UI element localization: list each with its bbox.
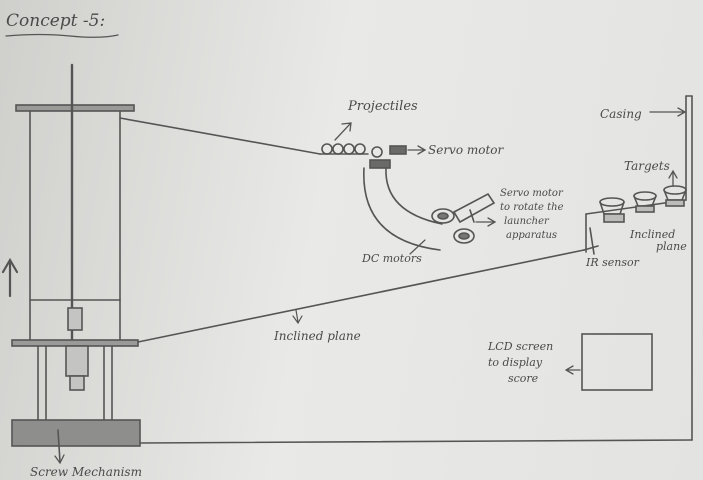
label-lcd-3: score <box>508 372 539 385</box>
projectiles-group <box>322 144 365 154</box>
label-dc-motors: DC motors <box>361 252 422 265</box>
label-servo-rotate-2: to rotate the <box>500 202 564 213</box>
launcher-barrel <box>454 194 495 226</box>
label-screw-mechanism: Screw Mechanism <box>30 465 142 479</box>
label-casing: Casing <box>600 107 642 121</box>
servo-motor-top <box>370 146 425 168</box>
label-lcd-2: to display <box>488 356 543 369</box>
lcd-arrow <box>566 366 580 374</box>
label-projectiles: Projectiles <box>347 99 418 114</box>
label-lcd-1: LCD screen <box>487 340 553 353</box>
label-servo-rotate-3: launcher <box>504 216 550 227</box>
label-ir-sensor: IR sensor <box>585 256 640 269</box>
lcd-screen <box>582 334 652 390</box>
lift-arrow <box>3 260 17 296</box>
tower-motor <box>66 308 88 390</box>
inclined-plane-main <box>138 250 584 342</box>
screw-mechanism-base <box>12 420 140 446</box>
projectiles-arrow <box>335 123 351 140</box>
launcher-chute-outer <box>364 168 440 250</box>
label-inclined-plane-main: Inclined plane <box>273 329 361 343</box>
title-underline <box>6 35 118 38</box>
label-servo-rotate-1: Servo motor <box>500 188 564 199</box>
projectile-rail <box>120 118 320 154</box>
label-servo-motor-top: Servo motor <box>428 143 505 157</box>
label-targets: Targets <box>624 159 670 173</box>
concept-title: Concept -5: <box>6 11 105 31</box>
dc-motors <box>410 209 474 254</box>
casing-arrow <box>650 108 685 116</box>
ir-sensor-arrow <box>590 228 594 254</box>
ground-line <box>140 440 692 443</box>
label-inclined-plane-right-2: plane <box>656 240 687 253</box>
label-servo-rotate-4: apparatus <box>506 230 557 241</box>
launcher-chute-inner <box>386 168 442 224</box>
targets-group <box>600 171 686 222</box>
